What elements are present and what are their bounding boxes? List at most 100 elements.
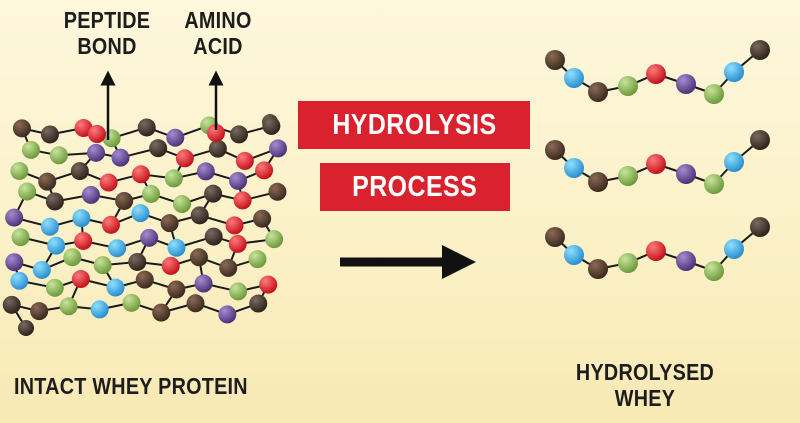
amino-acid-bead-green [10, 161, 29, 180]
amino-acid-bead-dark [750, 217, 770, 237]
intact-protein-mesh [2, 114, 288, 336]
amino-acid-bead-green [704, 261, 724, 281]
amino-acid-bead-dark [208, 139, 227, 158]
amino-acid-bead-green [173, 195, 192, 214]
amino-acid-label: AMINO ACID [184, 7, 252, 59]
amino-acid-bead-green [45, 278, 64, 297]
amino-acid-bead-dark [229, 125, 248, 144]
amino-acid-bead-green [248, 250, 267, 269]
amino-acid-bead-brown [115, 191, 134, 210]
amino-acid-bead-dark [750, 40, 770, 60]
amino-acid-bead-purple [229, 171, 248, 190]
amino-acid-bead-blue [106, 278, 125, 297]
amino-acid-bead-dark [204, 184, 223, 203]
amino-acid-bead-purple [140, 228, 159, 247]
process-banner: PROCESS [320, 163, 510, 211]
amino-acid-bead-red [161, 256, 180, 275]
amino-acid-bead-purple [196, 162, 215, 181]
amino-acid-bead-purple [269, 139, 288, 158]
amino-acid-bead-brown [268, 182, 287, 201]
amino-acid-bead-red [228, 234, 247, 253]
amino-acid-bead-purple [194, 274, 213, 293]
amino-acid-bead-brown [38, 172, 57, 191]
amino-acid-bead-blue [724, 62, 744, 82]
amino-acid-bead-brown [189, 248, 208, 267]
amino-acid-bead-red [255, 161, 274, 180]
amino-acid-bead-green [618, 253, 638, 273]
amino-acid-bead-green [618, 76, 638, 96]
amino-acid-bead-purple [81, 185, 100, 204]
amino-acid-bead-brown [588, 82, 608, 102]
amino-acid-bead-brown [545, 227, 565, 247]
amino-acid-bead-red [88, 125, 106, 143]
amino-acid-bead-brown [588, 259, 608, 279]
amino-acid-bead-green [59, 297, 78, 316]
amino-acid-bead-brown [588, 172, 608, 192]
amino-acid-bead-green [122, 293, 141, 312]
amino-acid-bead-blue [10, 271, 29, 290]
amino-acid-bead-green [704, 84, 724, 104]
amino-acid-bead-green [704, 174, 724, 194]
amino-acid-bead-green [18, 182, 37, 201]
process-arrow-head [442, 245, 476, 279]
amino-acid-bead-brown [152, 303, 171, 322]
hydrolysed-whey-label: HYDROLYSED WHEY [575, 359, 715, 411]
amino-acid-bead-blue [724, 152, 744, 172]
amino-acid-bead-purple [87, 143, 106, 162]
amino-acid-bead-purple [5, 253, 24, 272]
amino-acid-bead-green [93, 256, 112, 275]
intact-whey-protein-label: INTACT WHEY PROTEIN [14, 373, 248, 399]
amino-acid-bead-blue [72, 209, 91, 228]
amino-acid-bead-brown [12, 119, 31, 138]
amino-acid-bead-red [646, 241, 666, 261]
amino-acid-bead-purple [166, 128, 185, 147]
amino-acid-bead-blue [47, 236, 66, 255]
amino-acid-bead-red [99, 173, 118, 192]
amino-acid-bead-green [11, 228, 30, 247]
amino-acid-bead-green [142, 184, 161, 203]
amino-acid-bead-brown [545, 140, 565, 160]
amino-acid-bead-blue [564, 68, 584, 88]
amino-acid-bead-green [49, 146, 68, 165]
amino-acid-bead-purple [218, 305, 237, 324]
amino-acid-bead-green [21, 140, 40, 159]
amino-acid-bead-red [646, 154, 666, 174]
peptide-bond-label: PEPTIDE BOND [63, 7, 151, 59]
amino-acid-bead-red [235, 151, 254, 170]
amino-acid-bead-blue [131, 204, 150, 223]
amino-acid-bead-blue [564, 158, 584, 178]
amino-acid-bead-green [265, 230, 284, 249]
amino-acid-bead-brown [160, 214, 179, 233]
amino-acid-bead-dark [128, 252, 147, 271]
amino-acid-bead-brown [135, 270, 154, 289]
amino-acid-bead-dark [750, 130, 770, 150]
amino-acid-bead-red [207, 124, 225, 142]
amino-acid-bead-brown [186, 294, 205, 313]
amino-acid-bead-red [259, 275, 278, 294]
amino-acid-bead-purple [111, 148, 130, 167]
amino-acid-bead-blue [90, 300, 109, 319]
amino-acid-bead-purple [5, 208, 24, 227]
amino-acid-bead-blue [564, 245, 584, 265]
amino-acid-bead-brown [219, 258, 238, 277]
amino-acid-bead-red [233, 191, 252, 210]
amino-acid-bead-green [229, 282, 248, 301]
amino-acid-bead-brown [253, 209, 272, 228]
hydrolysis-banner: HYDROLYSIS [298, 101, 530, 149]
amino-acid-bead-dark [204, 227, 223, 246]
amino-acid-bead-dark [18, 320, 34, 336]
amino-acid-bead-dark [262, 116, 281, 135]
amino-acid-bead-red [646, 64, 666, 84]
amino-acid-bead-purple [676, 74, 696, 94]
amino-acid-bead-dark [70, 162, 89, 181]
amino-acid-bead-green [164, 169, 183, 188]
amino-acid-bead-green [618, 166, 638, 186]
amino-acid-bead-blue [32, 260, 51, 279]
amino-acid-bead-red [101, 215, 120, 234]
amino-acid-bead-blue [167, 238, 186, 257]
amino-acid-bead-dark [249, 294, 268, 313]
hydrolysed-chains [545, 40, 770, 281]
amino-acid-bead-purple [676, 164, 696, 184]
amino-acid-bead-brown [545, 50, 565, 70]
amino-acid-bead-dark [45, 192, 64, 211]
